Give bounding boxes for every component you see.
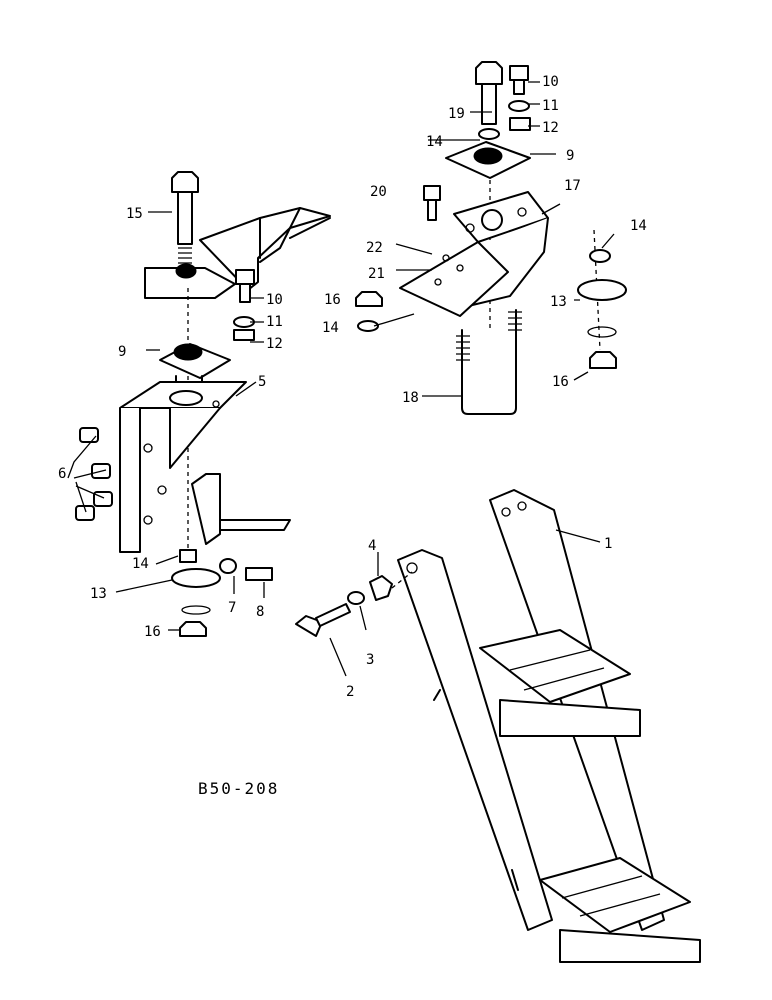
u-bolt-18: [456, 309, 522, 415]
callout-16-upper: 16: [324, 292, 341, 308]
bolt-2-washer-3-nut-4: [295, 571, 413, 637]
callout-14-right: 14: [630, 218, 647, 234]
callout-14-mid: 14: [322, 320, 339, 336]
callout-21: 21: [368, 266, 385, 282]
callout-9-left: 9: [118, 344, 126, 360]
isolator-mount-9-left: [159, 343, 231, 385]
callout-17: 17: [564, 178, 581, 194]
callout-19: 19: [448, 106, 465, 122]
callout-12-right: 12: [542, 120, 559, 136]
callout-11-right: 11: [542, 98, 559, 114]
callout-4: 4: [368, 538, 376, 554]
lower-isolator-right: [577, 249, 627, 369]
step-ladder-1: [397, 489, 701, 963]
bolt-10-right: [508, 65, 531, 131]
inner-bracket: [191, 473, 291, 545]
callout-22: 22: [366, 240, 383, 256]
callout-2: 2: [346, 684, 354, 700]
lower-isolator-left: [171, 549, 273, 637]
right-mount-assembly: [355, 61, 627, 415]
leader-lines: [67, 81, 615, 677]
callout-1: 1: [604, 536, 612, 552]
left-mount-assembly: [75, 171, 331, 637]
callout-13-left: 13: [90, 586, 107, 602]
callout-10-right: 10: [542, 74, 559, 90]
callout-3: 3: [366, 652, 374, 668]
callout-13-right: 13: [550, 294, 567, 310]
callout-labels: 1 2 3 4 5 6 7 8 9 9 10 10 11 11 12 12 13…: [58, 74, 647, 700]
callout-8: 8: [256, 604, 264, 620]
callout-12-left: 12: [266, 336, 283, 352]
callout-10-left: 10: [266, 292, 283, 308]
callout-15: 15: [126, 206, 143, 222]
callout-5: 5: [258, 374, 266, 390]
drawing-code: B50-208: [198, 779, 279, 798]
callout-6: 6: [58, 466, 66, 482]
nut-16-upper: [355, 291, 383, 307]
callout-14-left: 14: [132, 556, 149, 572]
washer-14-mid: [357, 313, 415, 332]
callout-9-right: 9: [566, 148, 574, 164]
callout-11-left: 11: [266, 314, 283, 330]
callout-14-top: 14: [426, 134, 443, 150]
bolt-15: [171, 171, 199, 264]
callout-20: 20: [370, 184, 387, 200]
callout-16-left: 16: [144, 624, 161, 640]
plate-nut: [175, 263, 197, 279]
bolt-19: [475, 61, 503, 140]
bolt-20: [423, 185, 441, 221]
callout-16-right: 16: [552, 374, 569, 390]
bolt-10-left: [233, 269, 255, 341]
bracket-17: [399, 191, 549, 317]
isolator-mount-9-right: [445, 141, 531, 179]
frame-rail: [199, 207, 331, 291]
callout-18: 18: [402, 390, 419, 406]
angle-bracket-5: [119, 381, 247, 553]
callout-7: 7: [228, 600, 236, 616]
spacers-6: [75, 427, 113, 521]
